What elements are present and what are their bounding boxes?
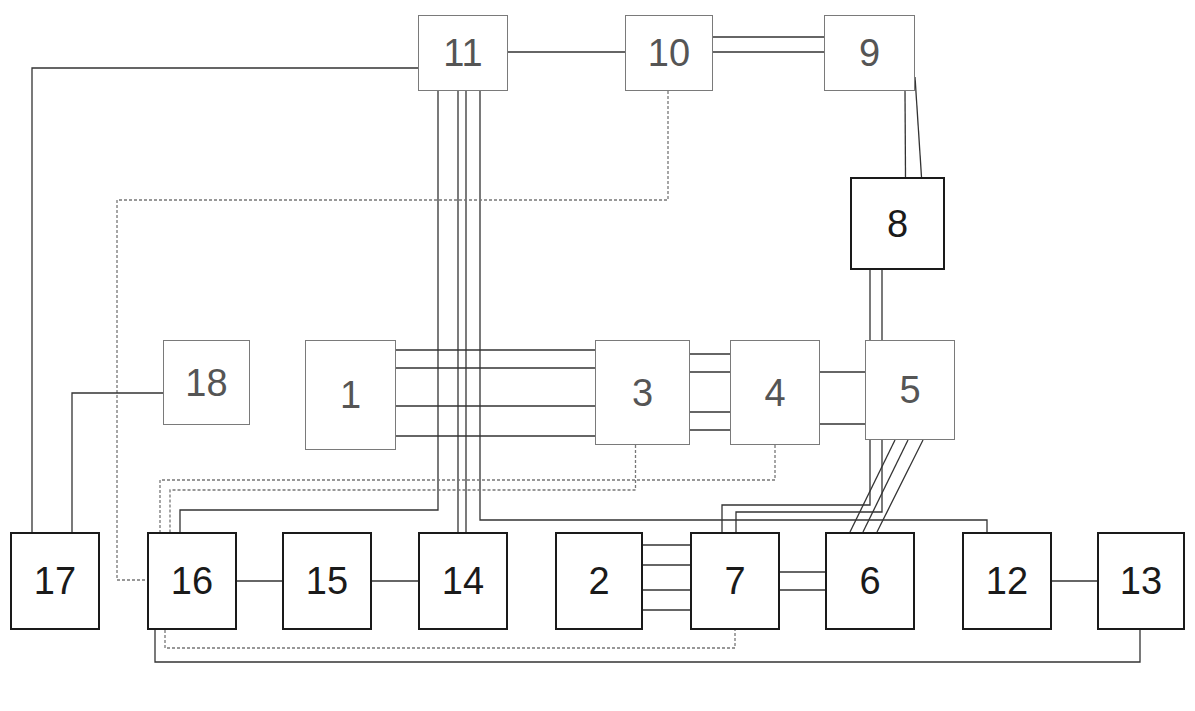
connection-line xyxy=(32,68,418,532)
wire-segment xyxy=(32,68,418,532)
connection-line xyxy=(508,52,625,53)
block-number: 7 xyxy=(724,562,745,600)
wire-segment xyxy=(117,91,668,580)
wire-segment xyxy=(877,440,923,532)
signal-line xyxy=(165,630,735,648)
block-number: 12 xyxy=(986,562,1028,600)
connection-line xyxy=(850,440,923,532)
wire-segment xyxy=(850,440,895,532)
process-box: 5 xyxy=(865,340,955,440)
block-number: 9 xyxy=(859,34,880,72)
wire-segment xyxy=(396,435,595,436)
connection-line xyxy=(237,581,282,582)
connection-line xyxy=(180,91,438,532)
process-box: 3 xyxy=(595,340,690,445)
wire-segment xyxy=(643,564,690,565)
wire-segment xyxy=(820,371,865,372)
block-number: 1 xyxy=(340,376,361,414)
process-box: 2 xyxy=(555,532,643,630)
process-box: 18 xyxy=(163,340,250,425)
wire-segment xyxy=(915,77,922,177)
wire-segment xyxy=(180,91,438,532)
wire-segment xyxy=(480,91,987,532)
wire-segment xyxy=(780,571,825,572)
wire-segment xyxy=(72,393,163,532)
block-number: 16 xyxy=(171,562,213,600)
wire-segment xyxy=(820,423,865,424)
wire-segment xyxy=(722,270,870,532)
wire-segment xyxy=(690,411,730,412)
wire-segment xyxy=(690,353,730,354)
block-number: 5 xyxy=(899,371,920,409)
process-box: 6 xyxy=(825,532,915,630)
block-number: 14 xyxy=(442,562,484,600)
connection-line xyxy=(396,350,595,436)
block-number: 6 xyxy=(859,562,880,600)
wire-segment xyxy=(396,405,595,406)
block-number: 4 xyxy=(764,374,785,412)
process-box: 17 xyxy=(10,532,100,630)
block-number: 11 xyxy=(443,34,482,72)
connection-line xyxy=(155,630,1140,662)
block-number: 13 xyxy=(1120,562,1162,600)
process-box: 4 xyxy=(730,340,820,445)
wire-segment xyxy=(465,91,466,532)
connection-line xyxy=(820,372,865,424)
wire-segment xyxy=(643,544,690,545)
wire-segment xyxy=(508,51,625,52)
process-box: 1 xyxy=(305,340,396,450)
process-box: 10 xyxy=(625,15,713,91)
wire-segment xyxy=(1052,580,1097,581)
connection-line xyxy=(713,37,824,52)
process-box: 15 xyxy=(282,532,372,630)
wire-segment xyxy=(780,589,825,590)
process-box: 16 xyxy=(147,532,237,630)
process-box: 14 xyxy=(418,532,508,630)
connection-line xyxy=(72,393,163,532)
block-number: 8 xyxy=(887,205,908,243)
wire-segment xyxy=(643,609,690,610)
block-number: 2 xyxy=(588,562,609,600)
wire-segment xyxy=(237,580,282,581)
signal-line xyxy=(170,445,636,532)
process-box: 12 xyxy=(962,532,1052,630)
connection-line xyxy=(722,270,882,532)
wire-segment xyxy=(160,445,775,532)
wire-segment xyxy=(165,630,735,648)
wire-segment xyxy=(713,51,824,52)
connection-line xyxy=(1052,581,1097,582)
wire-segment xyxy=(690,371,730,372)
wire-segment xyxy=(396,349,595,350)
wire-segment xyxy=(643,589,690,590)
wire-segment xyxy=(457,91,458,532)
block-number: 18 xyxy=(185,364,227,402)
signal-line xyxy=(117,91,668,580)
connection-line xyxy=(480,91,987,532)
process-box: 9 xyxy=(824,15,915,91)
wire-segment xyxy=(372,580,418,581)
wire-segment xyxy=(396,367,595,368)
block-number: 15 xyxy=(306,562,348,600)
block-number: 17 xyxy=(34,562,76,600)
process-box: 11 xyxy=(418,15,508,91)
connection-line xyxy=(780,572,825,590)
block-number: 10 xyxy=(648,34,690,72)
wire-segment xyxy=(170,445,636,532)
signal-line xyxy=(160,445,775,532)
connection-line xyxy=(905,77,922,177)
process-box: 7 xyxy=(690,532,780,630)
process-box: 13 xyxy=(1097,532,1185,630)
connection-line xyxy=(372,581,418,582)
process-box: 8 xyxy=(850,177,945,270)
wire-segment xyxy=(904,91,906,177)
block-number: 3 xyxy=(632,374,653,412)
wire-segment xyxy=(690,429,730,430)
wire-segment xyxy=(713,36,824,37)
connection-line xyxy=(643,545,690,610)
connection-line xyxy=(458,91,466,532)
connection-line xyxy=(690,354,730,430)
wire-segment xyxy=(155,630,1140,662)
